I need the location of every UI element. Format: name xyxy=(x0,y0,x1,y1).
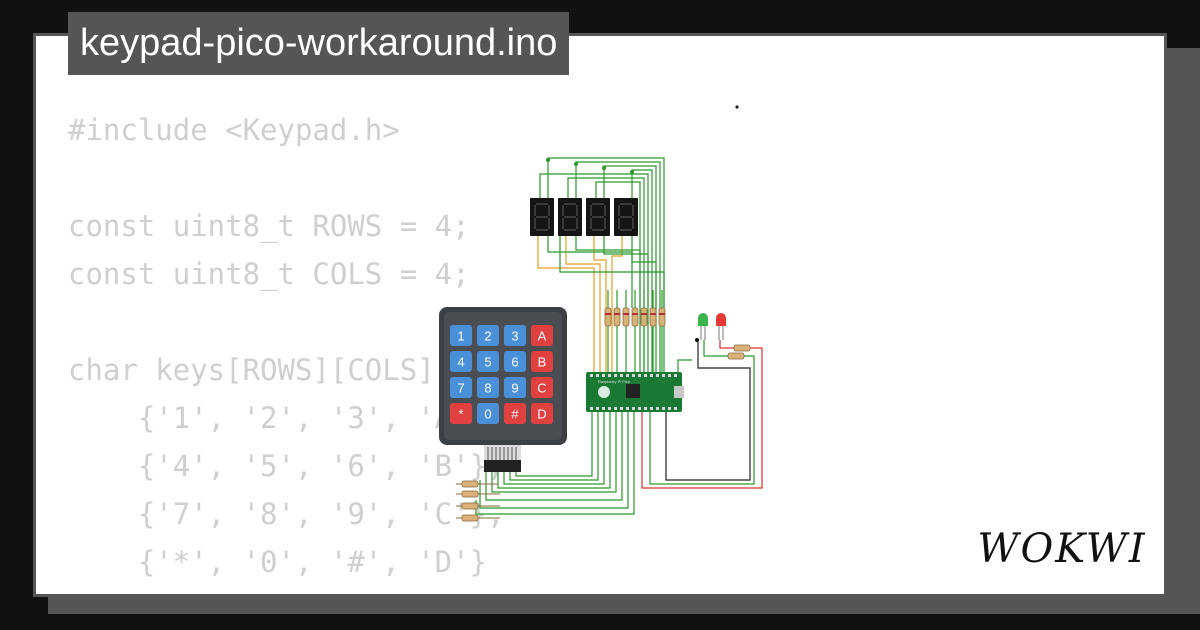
keypad-key xyxy=(477,325,499,346)
led-resistors xyxy=(727,344,751,360)
keypad-key-label: 3 xyxy=(511,329,518,344)
keypad-key-label: 9 xyxy=(511,381,518,396)
keypad-key-label: 5 xyxy=(484,355,491,370)
pico-label: Raspberry Pi Pico xyxy=(598,379,631,384)
keypad-keys: 1 2 3 A 4 5 6 B 7 8 9 C * 0 # D xyxy=(450,325,553,424)
keypad-key xyxy=(450,377,472,398)
keypad-key-label: A xyxy=(538,329,547,344)
resistor-array xyxy=(604,290,666,378)
keypad-key-label: C xyxy=(537,381,546,396)
led-wires xyxy=(641,340,763,489)
keypad-key-label: * xyxy=(458,407,463,422)
logo-text: WOKWI xyxy=(977,526,1146,572)
keypad-key-label: 7 xyxy=(457,381,464,396)
keypad-key-label: 2 xyxy=(484,329,491,344)
display-dots xyxy=(546,158,634,174)
keypad-key xyxy=(504,377,526,398)
seven-segment-display xyxy=(530,198,638,236)
keypad-key-label: 8 xyxy=(484,381,491,396)
keypad-key xyxy=(531,351,553,372)
keypad-key xyxy=(450,325,472,346)
keypad-key-label: 6 xyxy=(511,355,518,370)
keypad-key xyxy=(477,403,499,424)
keypad-key xyxy=(477,377,499,398)
green-led xyxy=(695,313,708,342)
keypad-key-label: 4 xyxy=(457,355,464,370)
keypad: 1 2 3 A 4 5 6 B 7 8 9 C * 0 # D xyxy=(439,307,567,472)
keypad-key-label: 0 xyxy=(484,407,491,422)
header-resistors xyxy=(456,480,500,522)
keypad-key xyxy=(531,325,553,346)
stray-dot xyxy=(735,105,739,109)
code-line: {'7', '8', '9', 'C'}, xyxy=(68,497,505,531)
keypad-key xyxy=(450,403,472,424)
display-top-wires xyxy=(539,157,665,372)
keypad-key xyxy=(504,403,526,424)
code-line: const uint8_t COLS = 4; xyxy=(68,257,470,291)
code-line: {'*', '0', '#', 'D'} xyxy=(68,545,488,579)
keypad-key-label: B xyxy=(538,355,547,370)
display-bottom-wires xyxy=(537,236,665,378)
wokwi-logo: WOKWI xyxy=(977,526,1146,572)
keypad-key xyxy=(504,351,526,372)
keypad-key xyxy=(477,351,499,372)
pico-board: Raspberry Pi Pico xyxy=(586,372,684,412)
keypad-key-label: # xyxy=(511,407,519,422)
keypad-key xyxy=(450,351,472,372)
keypad-key xyxy=(531,403,553,424)
project-title: keypad-pico-workaround.ino xyxy=(68,12,570,75)
keypad-key-label: D xyxy=(537,407,546,422)
code-line: }; xyxy=(68,586,505,594)
red-led xyxy=(716,313,726,340)
keypad-key-label: 1 xyxy=(457,329,464,344)
keypad-key xyxy=(531,377,553,398)
code-line: #include <Keypad.h> xyxy=(68,113,400,147)
code-line: const uint8_t ROWS = 4; xyxy=(68,209,470,243)
keypad-key xyxy=(504,325,526,346)
